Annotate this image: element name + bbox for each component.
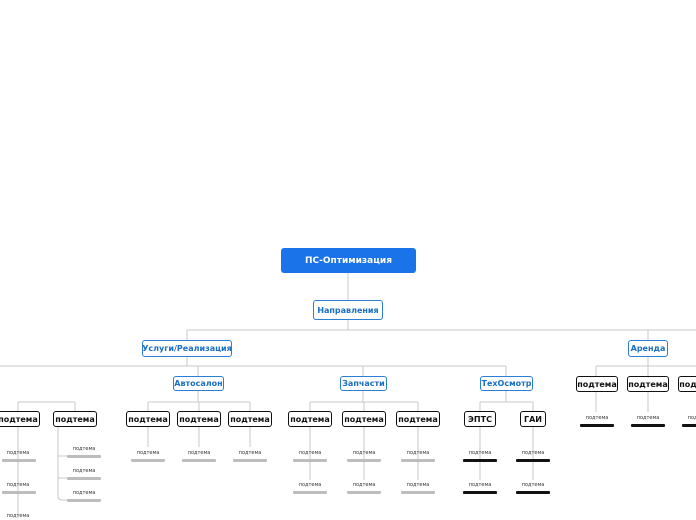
subtopic-label: подтема xyxy=(628,379,668,389)
node-label: Услуги/Реализация xyxy=(142,344,232,353)
leaf-subtopic[interactable]: подтема xyxy=(72,490,96,496)
node-arenda[interactable]: Аренда xyxy=(628,340,668,357)
subtopic-label: подтема xyxy=(128,414,168,424)
leaf-underline xyxy=(682,424,696,427)
leaf-subtopic[interactable]: подтема xyxy=(352,482,376,488)
leaf-subtopic[interactable]: подтема xyxy=(72,446,96,452)
node-napravleniya[interactable]: Направления xyxy=(313,300,383,320)
leaf-underline xyxy=(347,491,381,494)
subtopic-label: подтема xyxy=(344,414,384,424)
leaf-underline xyxy=(2,459,36,462)
node-avtosalon[interactable]: Автосалон xyxy=(173,376,224,391)
leaf-subtopic[interactable]: подтема xyxy=(238,450,262,456)
leaf-underline xyxy=(182,459,216,462)
leaf-underline xyxy=(516,491,550,494)
leaf-underline xyxy=(293,491,327,494)
leaf-underline xyxy=(463,491,497,494)
root-node[interactable]: ПС-Оптимизация xyxy=(281,248,416,273)
leaf-subtopic[interactable]: подтема xyxy=(585,415,609,421)
leaf-subtopic[interactable]: подтема xyxy=(6,513,30,519)
left-subtopic-2[interactable]: подтема xyxy=(53,411,97,427)
leaf-underline xyxy=(463,459,497,462)
leaf-underline xyxy=(131,459,165,462)
leaf-underline xyxy=(631,424,665,427)
leaf-subtopic[interactable]: подтема xyxy=(521,482,545,488)
node-label: Автосалон xyxy=(174,379,223,388)
zapchasti-subtopic-1[interactable]: подтема xyxy=(288,411,332,427)
leaf-subtopic[interactable]: подтема xyxy=(406,450,430,456)
leaf-underline xyxy=(580,424,614,427)
subtopic-label: подтема xyxy=(230,414,270,424)
leaf-subtopic[interactable]: подтема xyxy=(406,482,430,488)
subtopic-label: подтема xyxy=(398,414,438,424)
leaf-subtopic[interactable]: подтема xyxy=(298,482,322,488)
node-label: Запчасти xyxy=(342,379,385,388)
leaf-underline xyxy=(233,459,267,462)
node-label: Направления xyxy=(317,305,379,315)
leaf-underline xyxy=(516,459,550,462)
arenda-subtopic-3[interactable]: подтема xyxy=(678,376,696,392)
leaf-subtopic[interactable]: подтема xyxy=(298,450,322,456)
leaf-underline xyxy=(401,459,435,462)
leaf-underline xyxy=(347,459,381,462)
leaf-subtopic[interactable]: подтема xyxy=(687,415,696,421)
leaf-subtopic[interactable]: подтема xyxy=(468,482,492,488)
zapchasti-subtopic-3[interactable]: подтема xyxy=(396,411,440,427)
leaf-underline xyxy=(2,491,36,494)
leaf-subtopic[interactable]: подтема xyxy=(352,450,376,456)
leaf-underline xyxy=(401,491,435,494)
leaf-subtopic[interactable]: подтема xyxy=(136,450,160,456)
leaf-underline xyxy=(67,477,101,480)
subtopic-label: подтема xyxy=(179,414,219,424)
node-tehosmotr[interactable]: ТехОсмотр xyxy=(480,376,533,391)
subtopic-label: подтема xyxy=(577,379,617,389)
node-zapchasti[interactable]: Запчасти xyxy=(340,376,387,391)
leaf-subtopic[interactable]: подтема xyxy=(72,468,96,474)
node-label: ТехОсмотр xyxy=(481,379,532,388)
left-subtopic-1[interactable]: подтема xyxy=(0,411,40,427)
subtopic-label: подтема xyxy=(679,379,696,389)
node-label: ГАИ xyxy=(524,414,542,424)
leaf-subtopic[interactable]: подтема xyxy=(6,450,30,456)
leaf-subtopic[interactable]: подтема xyxy=(636,415,660,421)
avtosalon-subtopic-3[interactable]: подтема xyxy=(228,411,272,427)
leaf-underline xyxy=(67,455,101,458)
subtopic-label: подтема xyxy=(55,414,95,424)
node-uslugi[interactable]: Услуги/Реализация xyxy=(142,340,232,357)
leaf-subtopic[interactable]: подтема xyxy=(6,482,30,488)
node-label: ЭПТС xyxy=(468,414,492,424)
node-label: Аренда xyxy=(630,344,666,353)
leaf-underline xyxy=(67,499,101,502)
zapchasti-subtopic-2[interactable]: подтема xyxy=(342,411,386,427)
arenda-subtopic-2[interactable]: подтема xyxy=(627,376,669,392)
leaf-subtopic[interactable]: подтема xyxy=(468,450,492,456)
leaf-subtopic[interactable]: подтема xyxy=(521,450,545,456)
subtopic-label: подтема xyxy=(290,414,330,424)
avtosalon-subtopic-1[interactable]: подтема xyxy=(126,411,170,427)
avtosalon-subtopic-2[interactable]: подтема xyxy=(177,411,221,427)
root-label: ПС-Оптимизация xyxy=(305,255,392,266)
leaf-subtopic[interactable]: подтема xyxy=(187,450,211,456)
subtopic-label: подтема xyxy=(0,414,38,424)
node-epts[interactable]: ЭПТС xyxy=(464,411,496,427)
arenda-subtopic-1[interactable]: подтема xyxy=(576,376,618,392)
leaf-underline xyxy=(293,459,327,462)
node-gai[interactable]: ГАИ xyxy=(520,411,546,427)
